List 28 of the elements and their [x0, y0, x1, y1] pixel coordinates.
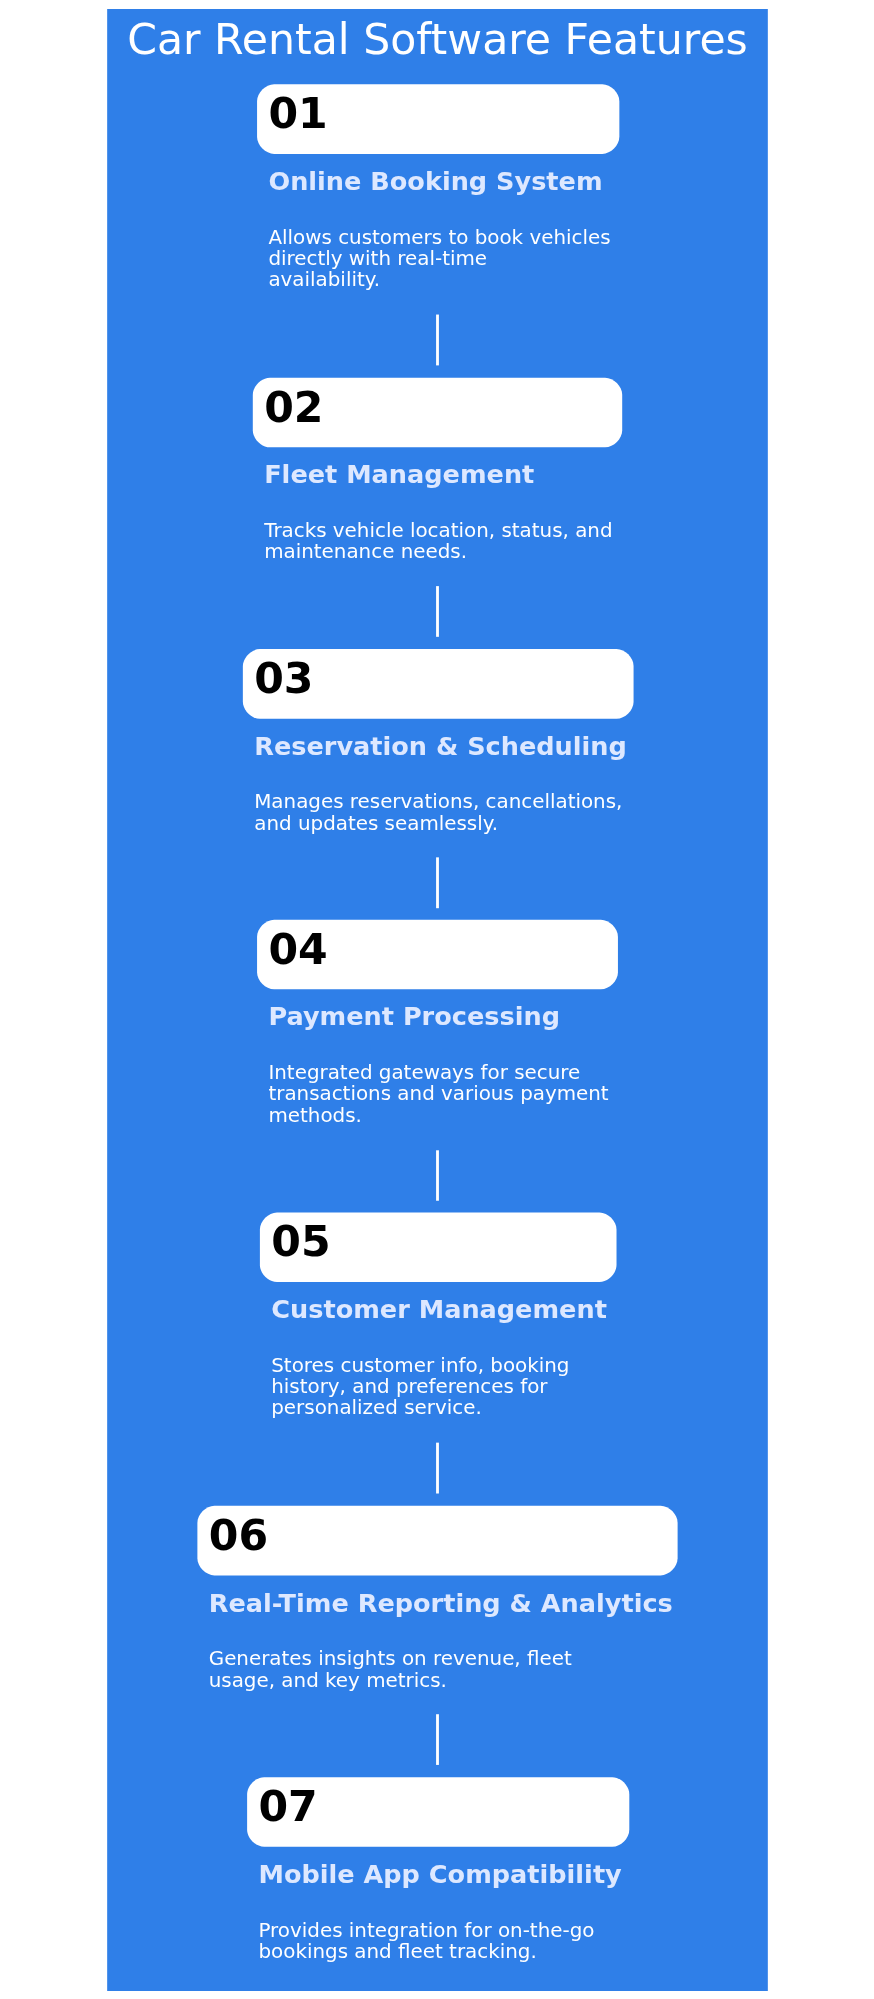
node-box: 06 [196, 1505, 678, 1575]
connector [435, 1442, 439, 1493]
node-label: Online Booking System [267, 165, 603, 196]
node-label: Fleet Management [263, 458, 534, 489]
node-label: Customer Management [270, 1293, 607, 1324]
connector [435, 585, 439, 637]
node-label: Generates insights on revenue, fleet usage, and key metrics. [208, 1646, 572, 1692]
node-label: Payment Processing [267, 1000, 560, 1031]
node-box: 03 [242, 648, 634, 719]
node-label: Stores customer info, booking history, and preferences for personalized service. [270, 1353, 569, 1419]
node-label: Real-Time Reporting & Analytics [208, 1587, 673, 1618]
node-box: 05 [259, 1211, 616, 1282]
node-label: Integrated gateways for secure transactions and various payment methods. [267, 1060, 609, 1127]
node-box: 07 [246, 1776, 629, 1847]
connector [435, 1149, 439, 1201]
node-label: Provides integration for on-the-go bookings and fleet tracking. [257, 1918, 594, 1963]
node-label: Tracks vehicle location, status, and maintenance needs. [263, 518, 613, 563]
connector [435, 314, 439, 365]
node-box: 02 [252, 377, 622, 447]
diagram-title: Car Rental Software Features [126, 13, 748, 64]
node-label: Reservation & Scheduling [253, 730, 627, 761]
connector [435, 1713, 439, 1765]
node-label: Manages reservations, cancellations, and updates seamlessly. [253, 789, 622, 835]
node-label: Allows customers to book vehicles directly with real-time availability. [267, 225, 611, 291]
node-box: 04 [256, 919, 618, 989]
connector [435, 856, 439, 908]
node-label: Mobile App Compatibility [257, 1858, 622, 1889]
node-box: 01 [256, 83, 619, 154]
